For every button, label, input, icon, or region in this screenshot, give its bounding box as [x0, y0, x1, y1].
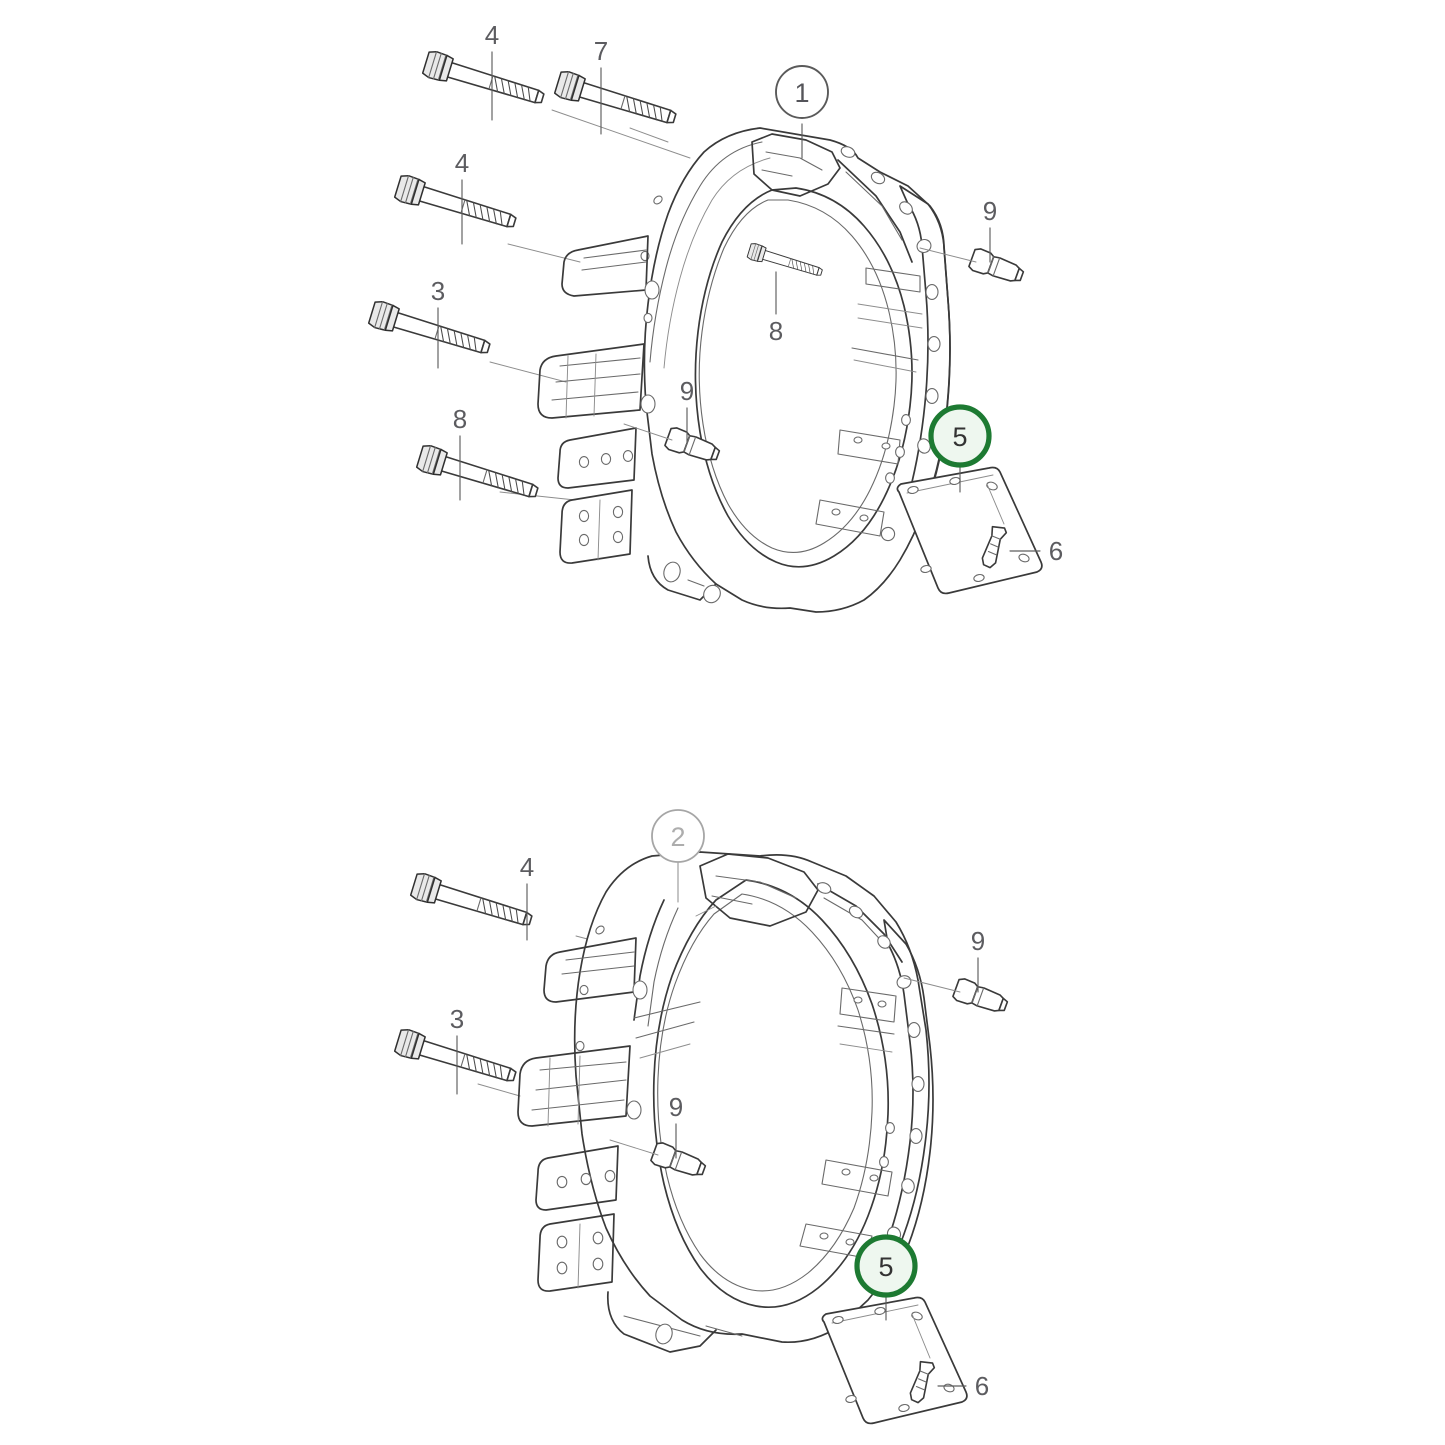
part-label-4b-upper: 4 — [455, 148, 469, 245]
callout-5-lower-highlighted[interactable]: 5 — [854, 1234, 918, 1321]
part-label-4-lower-text: 4 — [520, 852, 534, 882]
housing-lower — [517, 851, 934, 1353]
part-label-3-lower: 3 — [450, 1004, 464, 1095]
part-label-9-inner-upper: 9 — [680, 376, 694, 443]
part-label-4a-text: 4 — [485, 20, 499, 50]
callout-1-upper[interactable]: 1 — [775, 65, 829, 159]
cover-plate-screw-6-lower — [907, 1358, 967, 1406]
part-label-3-lower-text: 3 — [450, 1004, 464, 1034]
part-label-6-upper: 6 — [1049, 536, 1063, 566]
part-label-9-inner-lower-text: 9 — [669, 1092, 683, 1122]
screw-6-alignment-upper — [986, 483, 1005, 525]
part-label-8-left-text: 8 — [453, 404, 467, 434]
callout-5-lower-label: 5 — [878, 1252, 893, 1282]
part-label-3-text: 3 — [431, 276, 445, 306]
pin-9-right-leader-upper — [919, 247, 977, 263]
pin-9-inner-leader-lower — [609, 1139, 659, 1156]
pin-9-right-leader-lower — [903, 977, 961, 993]
part-label-6-lower: 6 — [975, 1371, 989, 1401]
part-label-9-inner-lower: 9 — [669, 1092, 683, 1159]
part-label-9-right-lower-text: 9 — [971, 926, 985, 956]
part-label-4-lower: 4 — [520, 852, 534, 941]
housing-upper — [537, 127, 951, 613]
part-label-8-left-upper: 8 — [453, 404, 467, 501]
screw-6-alignment-lower — [911, 1313, 931, 1359]
cover-plate-screw-6-upper — [979, 523, 1041, 571]
part-label-8-inner-upper: 8 — [769, 271, 783, 346]
part-label-4a-upper: 4 — [485, 20, 499, 121]
part-label-8-inner-text: 8 — [769, 316, 783, 346]
part-label-9-inner-text: 9 — [680, 376, 694, 406]
upper-leader-lines — [489, 109, 691, 501]
part-label-9-right-text: 9 — [983, 196, 997, 226]
part-label-9-right-lower: 9 — [971, 926, 985, 993]
callout-1-label: 1 — [794, 78, 809, 108]
callout-2-label: 2 — [670, 822, 685, 852]
view-upper: 1 4 7 4 3 8 8 9 — [367, 20, 1063, 613]
callout-2-lower[interactable]: 2 — [651, 809, 705, 903]
pin-9-inner-leader-upper — [623, 423, 673, 441]
part-label-9-right-upper: 9 — [983, 196, 997, 263]
view-lower: 2 4 3 9 9 5 6 — [393, 809, 1011, 1425]
part-label-3-upper: 3 — [431, 276, 445, 369]
part-label-4b-text: 4 — [455, 148, 469, 178]
callout-5-upper-label: 5 — [952, 422, 967, 452]
callout-5-upper-highlighted[interactable]: 5 — [928, 404, 992, 493]
part-label-7-upper: 7 — [594, 36, 608, 135]
part-label-7-text: 7 — [594, 36, 608, 66]
